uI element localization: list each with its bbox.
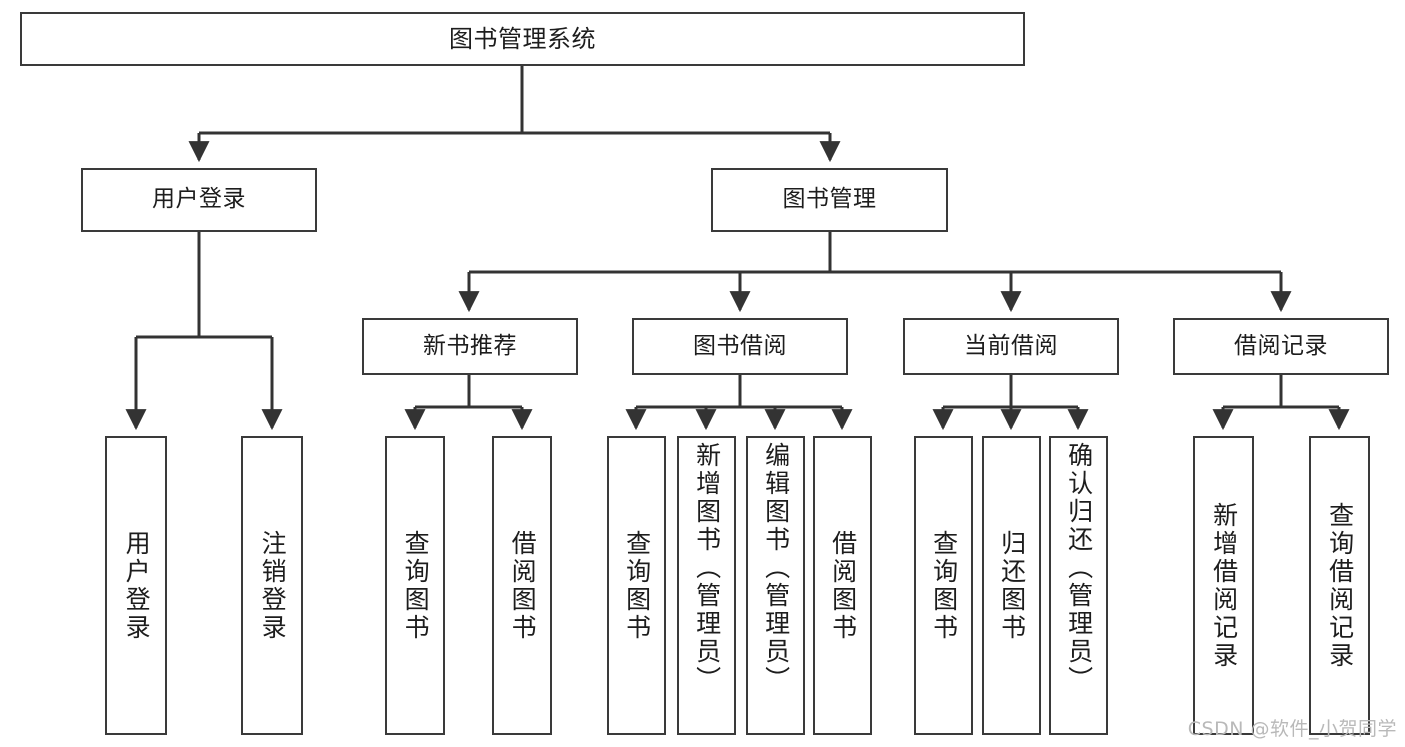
node-book-borrow[interactable]: 图书借阅 [632,318,848,375]
leaf-recommend-query-book[interactable]: 查询图书 [385,436,445,735]
leaf-user-login[interactable]: 用户登录 [105,436,167,735]
node-label: 当前借阅 [964,332,1058,359]
leaf-current-query-book[interactable]: 查询图书 [914,436,973,735]
node-label: 确认归还（管理员） [1064,442,1094,694]
leaf-user-logout[interactable]: 注销登录 [241,436,303,735]
node-current-borrow[interactable]: 当前借阅 [903,318,1119,375]
leaf-current-confirm-return-admin[interactable]: 确认归还（管理员） [1049,436,1108,735]
leaf-recommend-borrow-book[interactable]: 借阅图书 [492,436,552,735]
node-label: 借阅图书 [508,529,538,642]
node-label: 注销登录 [258,529,288,642]
leaf-borrow-add-book-admin[interactable]: 新增图书（管理员） [677,436,736,735]
node-label: 用户登录 [122,529,152,642]
node-label: 查询图书 [401,529,431,642]
leaf-borrow-edit-book-admin[interactable]: 编辑图书（管理员） [746,436,805,735]
node-label: 查询图书 [622,529,652,642]
leaf-record-query-borrow-record[interactable]: 查询借阅记录 [1309,436,1370,735]
leaf-borrow-borrow-book[interactable]: 借阅图书 [813,436,872,735]
node-label: 用户登录 [152,186,246,213]
node-book-management[interactable]: 图书管理 [711,168,948,232]
node-label: 查询图书 [929,529,959,642]
leaf-current-return-book[interactable]: 归还图书 [982,436,1041,735]
node-label: 图书管理 [782,186,877,213]
node-label: 新增图书（管理员） [692,442,722,694]
node-label: 图书借阅 [693,332,787,359]
csdn-watermark: CSDN @软件_小贺同学 [1187,718,1397,740]
node-user-login[interactable]: 用户登录 [81,168,317,232]
leaf-record-add-borrow-record[interactable]: 新增借阅记录 [1193,436,1254,735]
node-new-book-recommend[interactable]: 新书推荐 [362,318,578,375]
node-label: 借阅图书 [828,529,858,642]
node-label: 归还图书 [997,529,1027,642]
node-label: 新增借阅记录 [1209,501,1239,670]
node-label: 查询借阅记录 [1325,501,1355,670]
node-label: 图书管理系统 [449,24,596,53]
node-label: 借阅记录 [1234,332,1328,359]
node-label: 编辑图书（管理员） [761,442,791,694]
node-label: 新书推荐 [423,332,517,359]
node-root-system[interactable]: 图书管理系统 [20,12,1025,66]
node-borrow-record[interactable]: 借阅记录 [1173,318,1389,375]
leaf-borrow-query-book[interactable]: 查询图书 [607,436,666,735]
